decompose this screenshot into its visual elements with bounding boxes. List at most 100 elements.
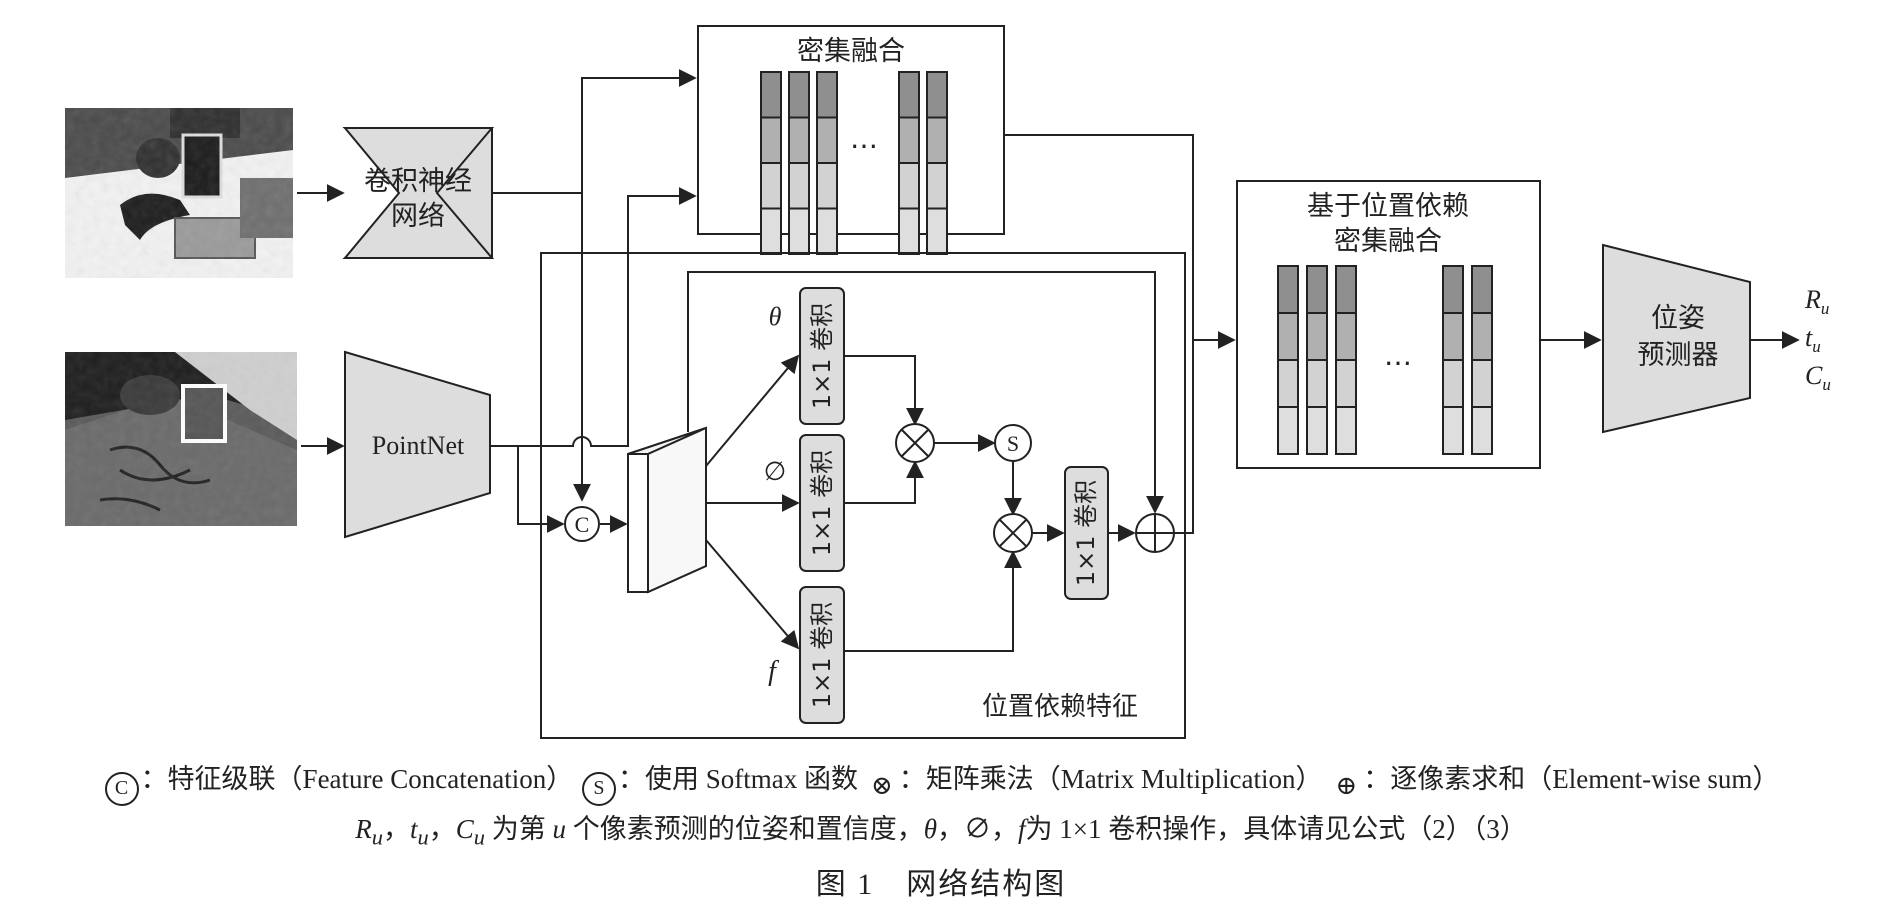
pos-fusion-segment [1442,359,1464,408]
pos-fusion-ellipsis: … [1384,339,1412,372]
dense-fusion-column [788,71,810,255]
dense-fusion-segment [760,71,782,119]
feature-slab [627,426,707,594]
figure-caption: 图 1 网络结构图 [815,868,1067,901]
connections [490,69,1800,652]
pos-fusion-segment [1442,406,1464,455]
conv-out: 1×1 卷积 [1064,466,1109,600]
legend-sum-text: ：逐像素求和（Element-wise sum） [1363,764,1780,794]
dense-fusion-segment [788,162,810,210]
dense-fusion-segment [898,116,920,164]
pos-fusion-title-line1: 基于位置依赖 [1307,191,1469,222]
rgb-input-image [65,108,293,278]
note-u: u [552,814,567,844]
pos-fusion-segment [1335,265,1357,314]
dense-fusion-segment [926,207,948,255]
cnn-label-line2: 网络 [391,201,445,232]
pos-fusion-column [1335,265,1357,455]
predictor-label-line2: 预测器 [1638,340,1719,371]
dense-fusion-segment [816,207,838,255]
pose-predictor-block: 位姿 预测器 [1602,243,1751,434]
dense-fusion-segment [816,71,838,119]
conv-theta: 1×1 卷积 [799,287,845,425]
f-to-mult2 [844,550,1022,652]
pos-fusion-segment [1335,359,1357,408]
pos-fusion-segment [1471,406,1493,455]
pos-fusion-segment [1442,265,1464,314]
legend-concat-text: ：特征级联（Feature Concatenation） [140,764,574,794]
dense-fusion-segment [898,71,920,119]
matrix-mult-node-1 [895,423,935,463]
feature-to-theta-conv [705,354,800,467]
pos-fusion-segment [1306,359,1328,408]
conv-out-label: 1×1 卷积 [1072,480,1100,586]
softmax-symbol: S [1007,431,1019,456]
conv-f: 1×1 卷积 [799,586,845,724]
conv-phi-label: 1×1 卷积 [808,450,836,556]
dense-fusion-segment [760,162,782,210]
output-R: Ru [1804,285,1829,318]
dense-fusion-segment [926,71,948,119]
f-label: f [768,656,779,687]
skip-connection-line [687,271,1164,514]
concat-node: C [564,506,600,542]
dense-fusion-title: 密集融合 [797,36,905,67]
note-R: R [355,814,372,844]
legend-softmax-text: ：使用 Softmax 函数 [617,764,858,794]
note-C: C [455,814,474,844]
pos-fusion-segment [1471,359,1493,408]
dense-fusion-segment [898,207,920,255]
pos-fusion-segment [1306,265,1328,314]
dense-fusion-column [816,71,838,255]
note-sep-4: ， [991,814,1019,844]
dense-fusion-segment [788,207,810,255]
pos-fusion-column [1471,265,1493,455]
outputs: Ru tu Cu [1804,285,1831,394]
note-sep-1: ， [382,814,410,844]
dense-fusion-column [760,71,782,255]
sum-to-pos-fusion [1174,331,1236,534]
legend-sum-symbol: ⊕ [1335,771,1358,800]
dense-fusion-segment [788,71,810,119]
feature-to-f-conv [705,539,800,650]
pos-fusion-segment [1306,312,1328,361]
pointnet-to-concat-line [517,446,565,533]
legend-mult-text: ：矩阵乘法（Matrix Multiplication） [898,764,1323,794]
softmax-node: S [994,424,1032,462]
dense-fusion-block: 密集融合 … [697,25,1005,255]
position-feature-region [540,252,1186,739]
matrix-mult-node-2 [993,513,1033,553]
pos-fusion-column [1277,265,1299,455]
dense-fusion-segment [816,162,838,210]
dense-fusion-column [898,71,920,255]
phi-to-mult1 [844,460,924,504]
pos-fusion-segment [1335,312,1357,361]
dense-fusion-segment [898,162,920,210]
note-t: t [409,814,418,844]
pos-fusion-column [1306,265,1328,455]
legend-softmax-symbol: S [581,772,616,806]
output-C: Cu [1805,361,1831,394]
caption-note: Ru，tu，Cu 为第 u 个像素预测的位姿和置信度，θ，∅，f为 1×1 卷积… [0,807,1882,850]
theta-to-mult1 [844,355,924,426]
pos-fusion-segment [1277,312,1299,361]
pos-fusion-title-line2: 密集融合 [1334,226,1442,257]
conv-theta-label: 1×1 卷积 [808,303,836,409]
pos-fusion-segment [1277,265,1299,314]
cnn-block: 卷积神经 网络 [342,127,495,259]
conv-phi: 1×1 卷积 [799,434,845,572]
cnn-label-line1: 卷积神经 [364,166,472,197]
pos-fusion-segment [1277,406,1299,455]
pos-fusion-segment [1335,406,1357,455]
pointnet-block: PointNet [344,350,491,539]
legend: C：特征级联（Feature Concatenation） S：使用 Softm… [0,757,1882,806]
dense-fusion-segment [816,116,838,164]
dense-fusion-segment [760,116,782,164]
predictor-label-line1: 位姿 [1651,303,1705,334]
note-t-sub: u [417,824,429,850]
pos-fusion-segment [1471,312,1493,361]
pos-fusion-segment [1306,406,1328,455]
position-feature-label: 位置依赖特征 [982,692,1138,722]
dense-fusion-column [926,71,948,255]
cnn-to-fusion-line [492,69,697,194]
